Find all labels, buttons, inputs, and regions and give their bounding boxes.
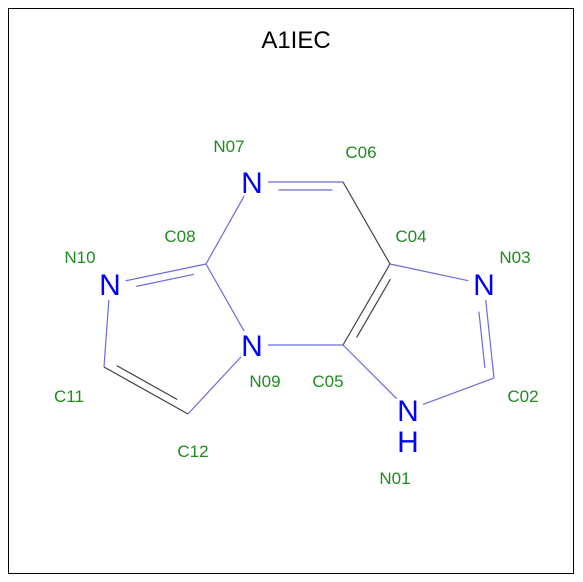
bond-C04-N03 — [389, 263, 469, 282]
atom-label-C08: C08 — [164, 227, 195, 246]
bond-C06-C04 — [342, 181, 391, 265]
bond-C04-C05 — [342, 263, 391, 346]
bond-C08-N10 — [125, 263, 207, 282]
bond-C12-N09 — [187, 356, 242, 415]
atom-label-C11: C11 — [54, 387, 84, 406]
atom-symbol-N03: N — [473, 269, 495, 302]
bond-inner-C04-C05 — [356, 278, 391, 338]
bond-N09-C08 — [205, 263, 245, 332]
bond-N10-C11 — [103, 299, 110, 368]
atom-label-N01: N01 — [379, 469, 410, 488]
atom-label-C05: C05 — [312, 372, 343, 391]
bond-N01-C05 — [342, 344, 398, 400]
bond-inner-C08-N10 — [136, 273, 195, 287]
atom-label-C02: C02 — [507, 387, 538, 406]
atom-label-N09: N09 — [249, 372, 280, 391]
bond-C02-N01 — [422, 377, 495, 405]
atom-symbol-N01: N — [397, 395, 419, 428]
diagram-frame — [8, 8, 574, 574]
hydrogen-symbol-N01: H — [397, 426, 419, 459]
bond-C08-N07 — [205, 195, 245, 265]
atom-label-N07: N07 — [213, 137, 244, 156]
atom-symbol-N10: N — [99, 269, 121, 302]
atom-label-N03: N03 — [499, 248, 530, 267]
atom-label-C12: C12 — [177, 442, 208, 461]
atom-symbol-N07: N — [241, 167, 263, 200]
bond-layer — [103, 181, 495, 415]
bond-C11-C12 — [103, 366, 189, 415]
bond-inner-N03-C02 — [478, 311, 486, 368]
bond-N03-C02 — [485, 299, 495, 379]
atom-label-C06: C06 — [345, 143, 376, 162]
atom-label-C04: C04 — [395, 227, 426, 246]
bond-inner-C11-C12 — [116, 365, 178, 401]
diagram-title: A1IEC — [261, 27, 330, 54]
atom-symbol-N09: N — [241, 330, 263, 363]
atom-label-N10: N10 — [64, 248, 95, 267]
